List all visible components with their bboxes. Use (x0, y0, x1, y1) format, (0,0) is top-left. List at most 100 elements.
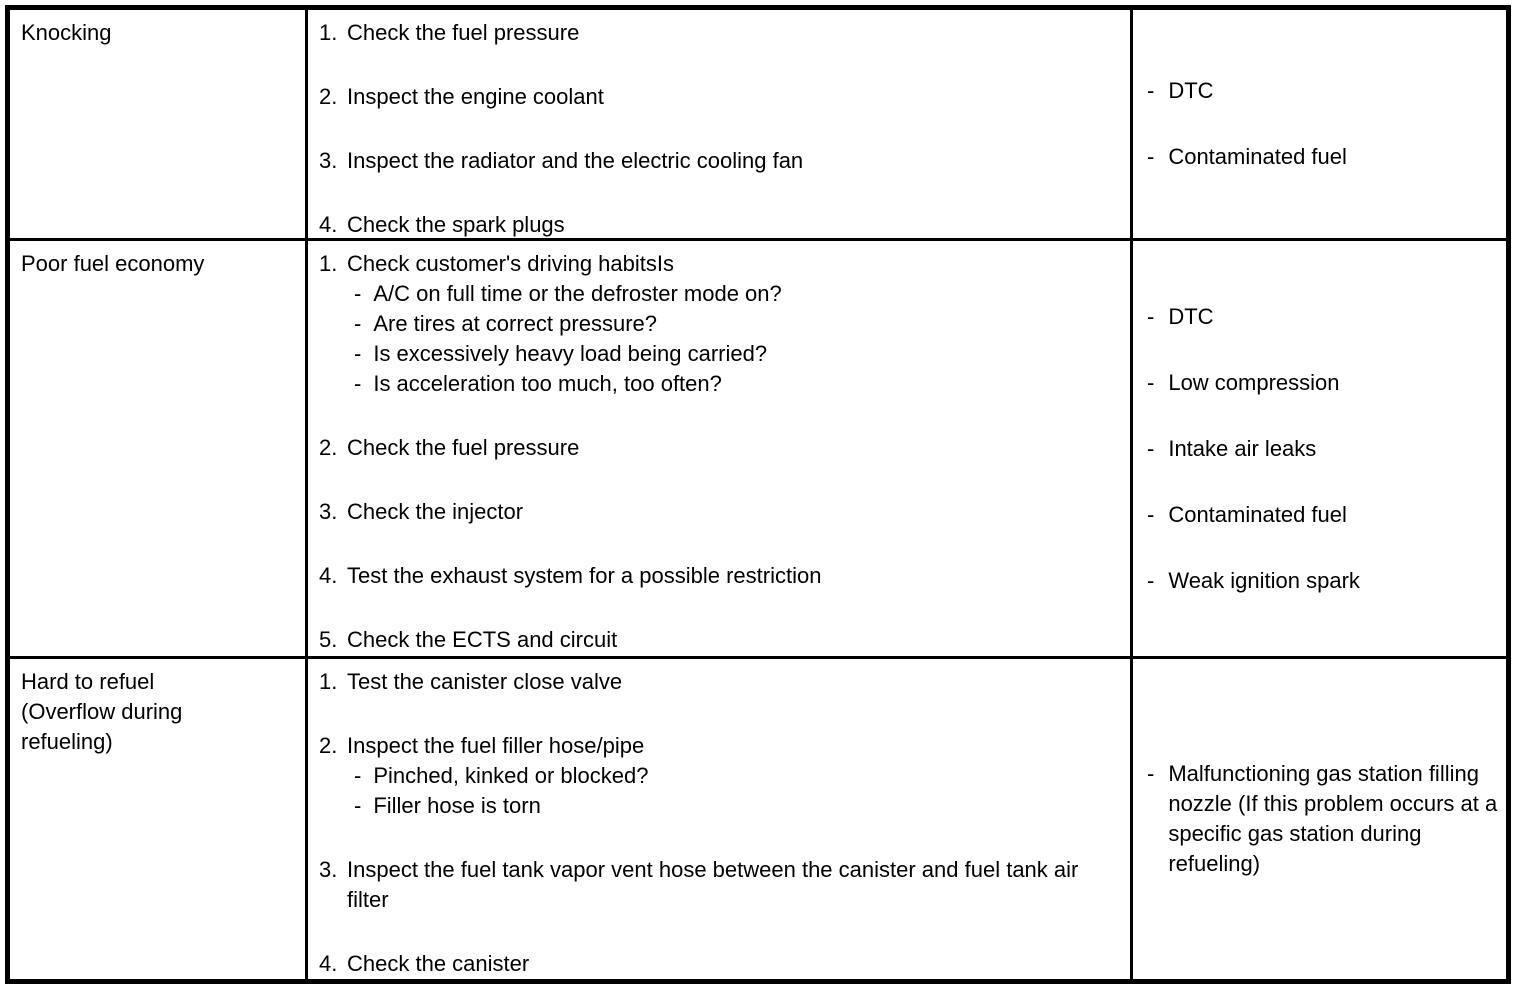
step-text: Check the injector (347, 499, 524, 524)
suspect-item: -Low compression (1147, 368, 1504, 398)
step-sub-item: -Is acceleration too much, too often? (347, 369, 1120, 399)
suspect-area-cell: -DTC-Contaminated fuel (1133, 10, 1506, 241)
symptom-text: (Overflow during (21, 699, 183, 724)
inspection-step: 3. Inspect the radiator and the electric … (319, 146, 1120, 176)
suspect-text: Intake air leaks (1168, 435, 1317, 461)
step-sub-item: -Is excessively heavy load being carried… (347, 339, 1120, 369)
step-body: Check the injector (347, 497, 1120, 527)
step-number: 4. (319, 212, 338, 237)
dash-bullet: - (354, 341, 362, 366)
step-number: 3. (319, 148, 338, 173)
inspection-step: 1. Check the fuel pressure (319, 18, 1120, 48)
suspect-text: Malfunctioning gas station filling nozzl… (1168, 761, 1498, 876)
suspect-item: -DTC (1147, 76, 1504, 106)
inspection-step: 3. Check the injector (319, 497, 1120, 527)
step-text: Check the fuel pressure (347, 435, 580, 460)
inspection-step: 2.Inspect the fuel filler hose/pipe-Pinc… (319, 731, 1120, 821)
symptom-cell: Knocking (10, 10, 308, 241)
step-text: Test the canister close valve (347, 669, 623, 694)
suspect-item: -Contaminated fuel (1147, 500, 1504, 530)
suspect-item: -Weak ignition spark (1147, 566, 1504, 596)
step-number: 5. (319, 627, 338, 652)
step-text: Check customer's driving habitsIs (347, 251, 674, 276)
step-text: Check the fuel pressure (347, 20, 580, 45)
inspection-steps-cell: 1. Check the fuel pressure 2. Inspect the e… (308, 10, 1133, 241)
symptom-cell: Poor fuel economy (10, 241, 308, 659)
dash-bullet: - (354, 311, 362, 336)
step-body: Check the fuel pressure (347, 18, 1120, 48)
step-body: Test the exhaust system for a possible r… (347, 561, 1120, 591)
step-number: 1. (319, 20, 338, 45)
suspect-area-cell: -Malfunctioning gas station filling nozz… (1133, 659, 1506, 979)
suspect-text: DTC (1168, 78, 1214, 103)
suspect-text: DTC (1168, 303, 1214, 329)
step-number: 1. (319, 669, 338, 694)
symptom-text: refueling) (21, 729, 113, 754)
step-number: 3. (319, 499, 338, 524)
inspection-step: 4. Check the canister (319, 949, 1120, 979)
step-number: 2. (319, 435, 338, 460)
step-text: Check the ECTS and circuit (347, 627, 618, 652)
step-body: Inspect the fuel tank vapor vent hose be… (347, 855, 1120, 915)
step-number: 3. (319, 857, 338, 882)
suspect-item: -Intake air leaks (1147, 434, 1504, 464)
suspect-text: Weak ignition spark (1168, 567, 1360, 593)
suspect-item: -Malfunctioning gas station filling nozz… (1147, 759, 1504, 879)
dash-bullet: - (1147, 303, 1155, 329)
step-body: Check customer's driving habitsIs-A/C on… (347, 249, 1120, 399)
step-number: 2. (319, 733, 338, 758)
inspection-step: 1.Check customer's driving habitsIs-A/C … (319, 249, 1120, 399)
sub-item-text: A/C on full time or the defroster mode o… (373, 281, 782, 306)
step-text: Check the canister (347, 951, 530, 976)
suspect-text: Contaminated fuel (1168, 144, 1347, 169)
step-body: Inspect the engine coolant (347, 82, 1120, 112)
dash-bullet: - (1147, 435, 1155, 461)
dash-bullet: - (354, 763, 362, 788)
step-body: Check the fuel pressure (347, 433, 1120, 463)
dash-bullet: - (354, 793, 362, 818)
symptom-text: Hard to refuel (21, 669, 155, 694)
step-text: Inspect the engine coolant (347, 84, 604, 109)
step-body: Inspect the radiator and the electric co… (347, 146, 1120, 176)
dash-bullet: - (354, 371, 362, 396)
sub-item-text: Is acceleration too much, too often? (373, 371, 722, 396)
dash-bullet: - (1147, 78, 1155, 103)
step-number: 4. (319, 951, 338, 976)
step-text: Test the exhaust system for a possible r… (347, 563, 822, 588)
dash-bullet: - (1147, 144, 1155, 169)
dash-bullet: - (1147, 567, 1155, 593)
inspection-step: 4.Test the exhaust system for a possible… (319, 561, 1120, 591)
suspect-item: -DTC (1147, 302, 1504, 332)
step-text: Check the spark plugs (347, 212, 565, 237)
dash-bullet: - (1147, 761, 1155, 786)
suspect-area-cell: -DTC-Low compression-Intake air leaks-Co… (1133, 241, 1506, 659)
inspection-step: 5. Check the ECTS and circuit (319, 625, 1120, 655)
step-body: Check the spark plugs (347, 210, 1120, 238)
step-number: 2. (319, 84, 338, 109)
symptom-text: Poor fuel economy (21, 251, 205, 276)
step-sub-item: -Pinched, kinked or blocked? (347, 761, 1120, 791)
sub-item-text: Are tires at correct pressure? (373, 311, 657, 336)
dash-bullet: - (354, 281, 362, 306)
sub-item-text: Is excessively heavy load being carried? (373, 341, 768, 366)
step-body: Check the ECTS and circuit (347, 625, 1120, 655)
dash-bullet: - (1147, 369, 1155, 395)
inspection-step: 4. Check the spark plugs (319, 210, 1120, 238)
inspection-step: 3. Inspect the fuel tank vapor vent hose … (319, 855, 1120, 915)
step-text: Inspect the radiator and the electric co… (347, 148, 804, 173)
step-number: 1. (319, 251, 338, 276)
sub-item-text: Filler hose is torn (373, 793, 541, 818)
step-sub-item: -Filler hose is torn (347, 791, 1120, 821)
symptom-text: Knocking (21, 20, 112, 45)
inspection-step: 2. Inspect the engine coolant (319, 82, 1120, 112)
step-sub-item: -A/C on full time or the defroster mode … (347, 279, 1120, 309)
step-body: Test the canister close valve (347, 667, 1120, 697)
inspection-step: 1. Test the canister close valve (319, 667, 1120, 697)
dash-bullet: - (1147, 501, 1155, 527)
suspect-item: -Contaminated fuel (1147, 142, 1504, 172)
inspection-step: 2. Check the fuel pressure (319, 433, 1120, 463)
sub-item-text: Pinched, kinked or blocked? (373, 763, 649, 788)
step-sub-item: -Are tires at correct pressure? (347, 309, 1120, 339)
